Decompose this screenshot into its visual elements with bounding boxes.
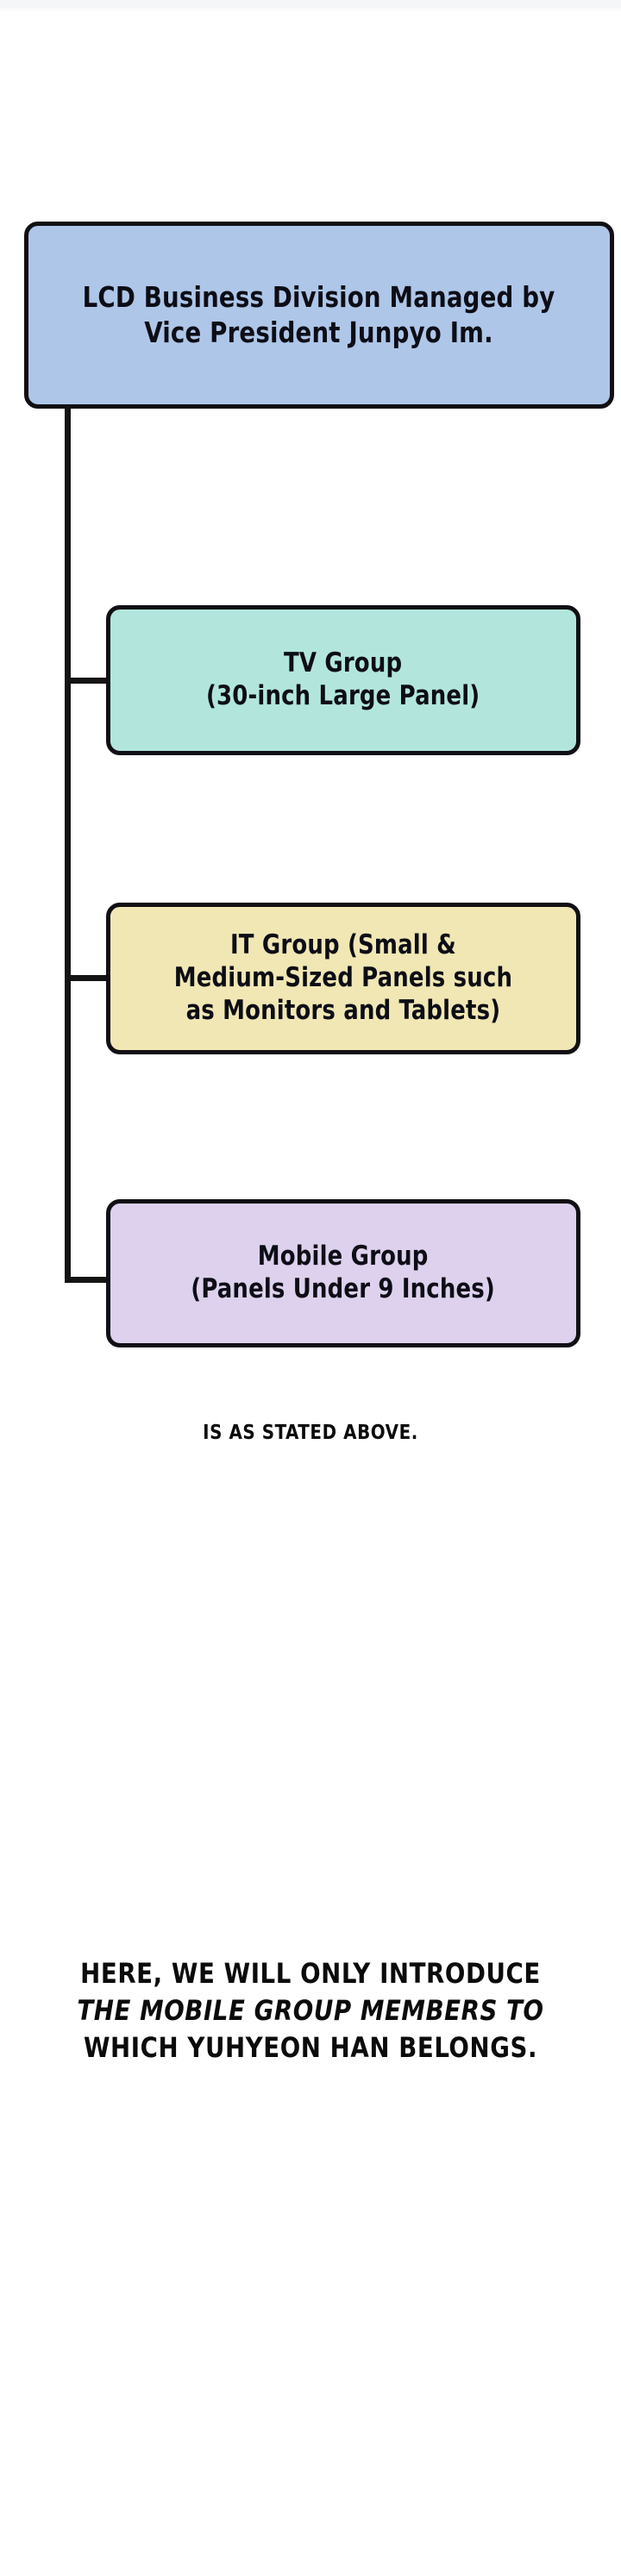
org-node-tv-group: TV Group (30-inch Large Panel) (106, 605, 580, 755)
org-node-root: LCD Business Division Managed by Vice Pr… (24, 222, 614, 409)
org-node-it-group-label: IT Group (Small & Medium-Sized Panels su… (173, 929, 513, 1026)
narration-caption-bottom: HERE, WE WILL ONLY INTRODUCE THE MOBILE … (12, 1955, 608, 2066)
org-node-mobile-group: Mobile Group (Panels Under 9 Inches) (106, 1199, 580, 1347)
tree-branch-line-tv (65, 678, 110, 684)
narration-bottom-line-2: THE MOBILE GROUP MEMBERS TO (77, 1993, 544, 2027)
narration-bottom-line-3: WHICH YUHYEON HAN BELONGS. (83, 2030, 538, 2064)
org-node-root-label: LCD Business Division Managed by Vice Pr… (83, 280, 555, 349)
tree-trunk-line (65, 405, 71, 1283)
org-node-it-group: IT Group (Small & Medium-Sized Panels su… (106, 903, 580, 1054)
org-node-tv-group-label: TV Group (30-inch Large Panel) (206, 647, 480, 711)
org-node-mobile-group-label: Mobile Group (Panels Under 9 Inches) (191, 1241, 496, 1304)
panel-seam-strip-inner (0, 8, 621, 11)
tree-branch-line-it (65, 975, 110, 981)
narration-bottom-line-1: HERE, WE WILL ONLY INTRODUCE (80, 1957, 541, 1990)
narration-caption-middle: IS AS STATED ABOVE. (203, 1422, 418, 1444)
tree-branch-line-mobile (65, 1277, 110, 1283)
